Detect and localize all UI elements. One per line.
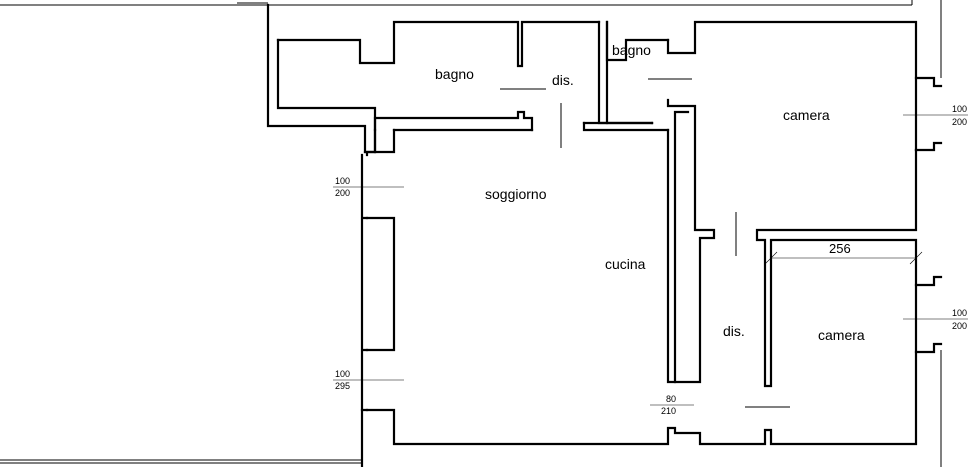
room-label-dis: dis. — [552, 72, 574, 88]
window-width-label: 100 — [335, 369, 350, 379]
exterior-walls — [266, 3, 943, 467]
interior-walls — [373, 98, 716, 384]
door-lines — [500, 78, 790, 408]
room-label-dis-2: dis. — [723, 323, 745, 339]
room-dimension-label: 256 — [829, 241, 851, 256]
room-label-soggiorno: soggiorno — [485, 186, 547, 202]
room-label-bagno-2: bagno — [612, 42, 651, 58]
dimension-lines — [333, 114, 968, 406]
door-width-label: 80 — [666, 394, 676, 404]
window-height-label: 295 — [335, 381, 350, 391]
room-label-cucina: cucina — [605, 256, 646, 272]
window-height-label: 200 — [952, 117, 967, 127]
room-label-camera-2: camera — [818, 327, 865, 343]
window-width-label: 100 — [335, 176, 350, 186]
window-width-label: 100 — [952, 308, 967, 318]
door-height-label: 210 — [661, 406, 676, 416]
window-width-label: 100 — [952, 104, 967, 114]
room-label-camera: camera — [783, 107, 830, 123]
adjacent-building — [0, 0, 942, 467]
window-height-label: 200 — [335, 188, 350, 198]
room-label-bagno: bagno — [435, 66, 474, 82]
window-height-label: 200 — [952, 321, 967, 331]
